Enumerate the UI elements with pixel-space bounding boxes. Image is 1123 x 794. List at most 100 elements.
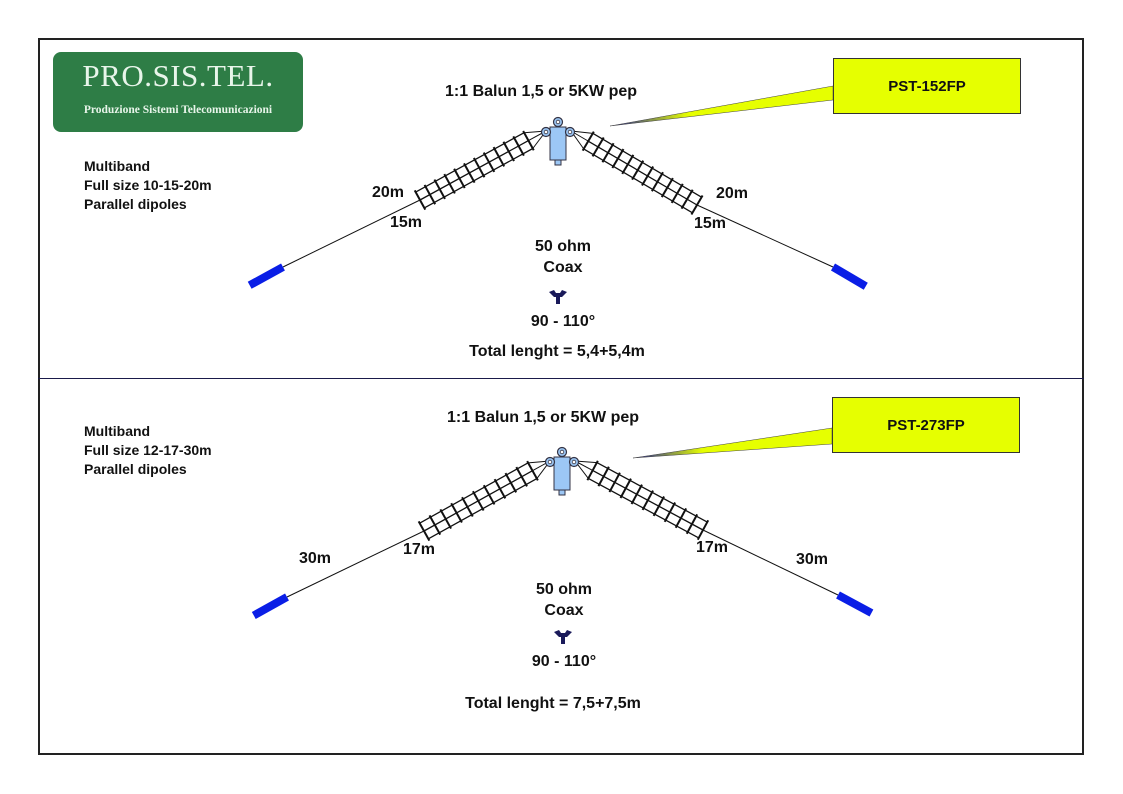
- spreader: [493, 478, 507, 499]
- panel1-angle: 90 - 110°: [530, 313, 596, 330]
- spreader: [651, 171, 664, 192]
- panel2-description: Multiband Full size 12-17-30m Parallel d…: [84, 422, 212, 479]
- panel1-model-callout: PST-152FP: [833, 58, 1021, 114]
- company-logo: PRO.SIS.TEL. Produzione Sistemi Telecomu…: [53, 52, 303, 132]
- panel2-angle: 90 - 110°: [531, 653, 597, 670]
- spreader: [685, 513, 699, 535]
- spreader: [619, 478, 632, 499]
- band-label: 15m: [694, 215, 727, 232]
- dipole-wire: [702, 529, 839, 596]
- model-name: PST-273FP: [887, 416, 965, 434]
- balun-terminal: [547, 459, 553, 465]
- spreader: [515, 466, 528, 487]
- dipole-wire: [415, 132, 525, 193]
- spreader: [680, 189, 694, 210]
- band-label: 20m: [716, 185, 749, 202]
- dipole-wire: [424, 147, 534, 209]
- dipole-wire: [583, 148, 693, 214]
- spreader: [591, 136, 605, 157]
- spreader: [482, 484, 496, 505]
- balun-terminal: [543, 129, 549, 135]
- spreader: [453, 168, 466, 189]
- spreader: [652, 496, 665, 517]
- balun-connector: [554, 159, 562, 166]
- balun-terminal: [567, 129, 573, 135]
- dipole-wire: [592, 132, 702, 198]
- description-line: Full size 10-15-20m: [84, 177, 212, 193]
- spreader: [611, 148, 625, 169]
- spreader: [492, 146, 506, 167]
- spreader: [526, 460, 539, 481]
- panel1-balun-label: 1:1 Balun 1,5 or 5KW pep: [445, 83, 638, 100]
- panel1-feedline-label: 50 ohm Coax: [535, 236, 591, 278]
- spreader: [581, 131, 595, 152]
- dipole-wire: [587, 140, 698, 206]
- feedline-impedance: 50 ohm: [534, 238, 592, 255]
- band-label: 30m: [299, 550, 332, 567]
- spreader: [502, 141, 515, 162]
- coax-connector-icon: [549, 290, 567, 304]
- spreader: [463, 162, 476, 184]
- spreader: [601, 142, 615, 163]
- end-insulator: [251, 593, 289, 619]
- band-label: 15m: [390, 214, 423, 231]
- feedline-type: Coax: [543, 259, 583, 276]
- band-label: 17m: [403, 541, 436, 558]
- spreader: [504, 472, 518, 493]
- spreader: [663, 501, 676, 523]
- panel2-total-length: Total lenght = 7,5+7,5m: [465, 695, 641, 712]
- balun-terminal: [559, 449, 565, 455]
- spreader: [641, 165, 654, 186]
- balun-terminal: [571, 459, 577, 465]
- description-line: Full size 12-17-30m: [84, 442, 212, 458]
- dipole-wire: [696, 204, 834, 268]
- panel2-model-callout: PST-273FP: [832, 397, 1020, 453]
- panel2-feedline-label: 50 ohm Coax: [536, 579, 592, 621]
- feedline-impedance: 50 ohm: [535, 581, 593, 598]
- panel2-balun-label: 1:1 Balun 1,5 or 5KW pep: [447, 409, 640, 426]
- spreader: [670, 183, 684, 204]
- logo-subtitle: Produzione Sistemi Telecomunicazioni: [83, 104, 273, 116]
- drawing-frame: [38, 38, 1084, 755]
- balun-connector: [558, 489, 566, 496]
- feedline-type: Coax: [544, 602, 584, 619]
- panel-divider: [38, 378, 1084, 379]
- spreader: [439, 508, 452, 530]
- end-insulator: [247, 263, 285, 289]
- spreader: [630, 484, 643, 505]
- end-insulator: [836, 591, 874, 617]
- spreader: [472, 490, 485, 511]
- band-label: 17m: [696, 539, 729, 556]
- spreader: [428, 514, 442, 536]
- spreader: [472, 157, 486, 178]
- spreader: [522, 130, 535, 151]
- logo-title: PRO.SIS.TEL.: [82, 58, 274, 93]
- spreader: [443, 173, 456, 194]
- spreader: [621, 154, 635, 175]
- description-line: Parallel dipoles: [84, 196, 187, 212]
- panel1-description: Multiband Full size 10-15-20m Parallel d…: [84, 157, 212, 214]
- spreader: [512, 135, 525, 157]
- spreader: [423, 184, 437, 205]
- spreader: [597, 466, 610, 487]
- spreader: [482, 152, 496, 173]
- description-line: Multiband: [84, 423, 151, 439]
- spreader: [674, 507, 688, 529]
- spreader: [631, 160, 645, 181]
- spreader: [641, 490, 654, 511]
- dipole-wire: [282, 199, 421, 268]
- balun-body: [549, 126, 567, 161]
- dipole-wire: [419, 140, 529, 201]
- model-name: PST-152FP: [888, 77, 966, 95]
- spreader: [608, 472, 621, 493]
- panel1-total-length: Total lenght = 5,4+5,4m: [469, 343, 645, 360]
- dipole-wire: [286, 530, 425, 598]
- band-label: 30m: [796, 551, 829, 568]
- description-line: Parallel dipoles: [84, 461, 187, 477]
- spreader: [660, 177, 674, 198]
- callout-pointer: [632, 427, 833, 459]
- spreader: [461, 496, 474, 517]
- spreader: [450, 502, 463, 524]
- coax-connector-icon: [554, 630, 572, 644]
- spreader: [586, 460, 599, 481]
